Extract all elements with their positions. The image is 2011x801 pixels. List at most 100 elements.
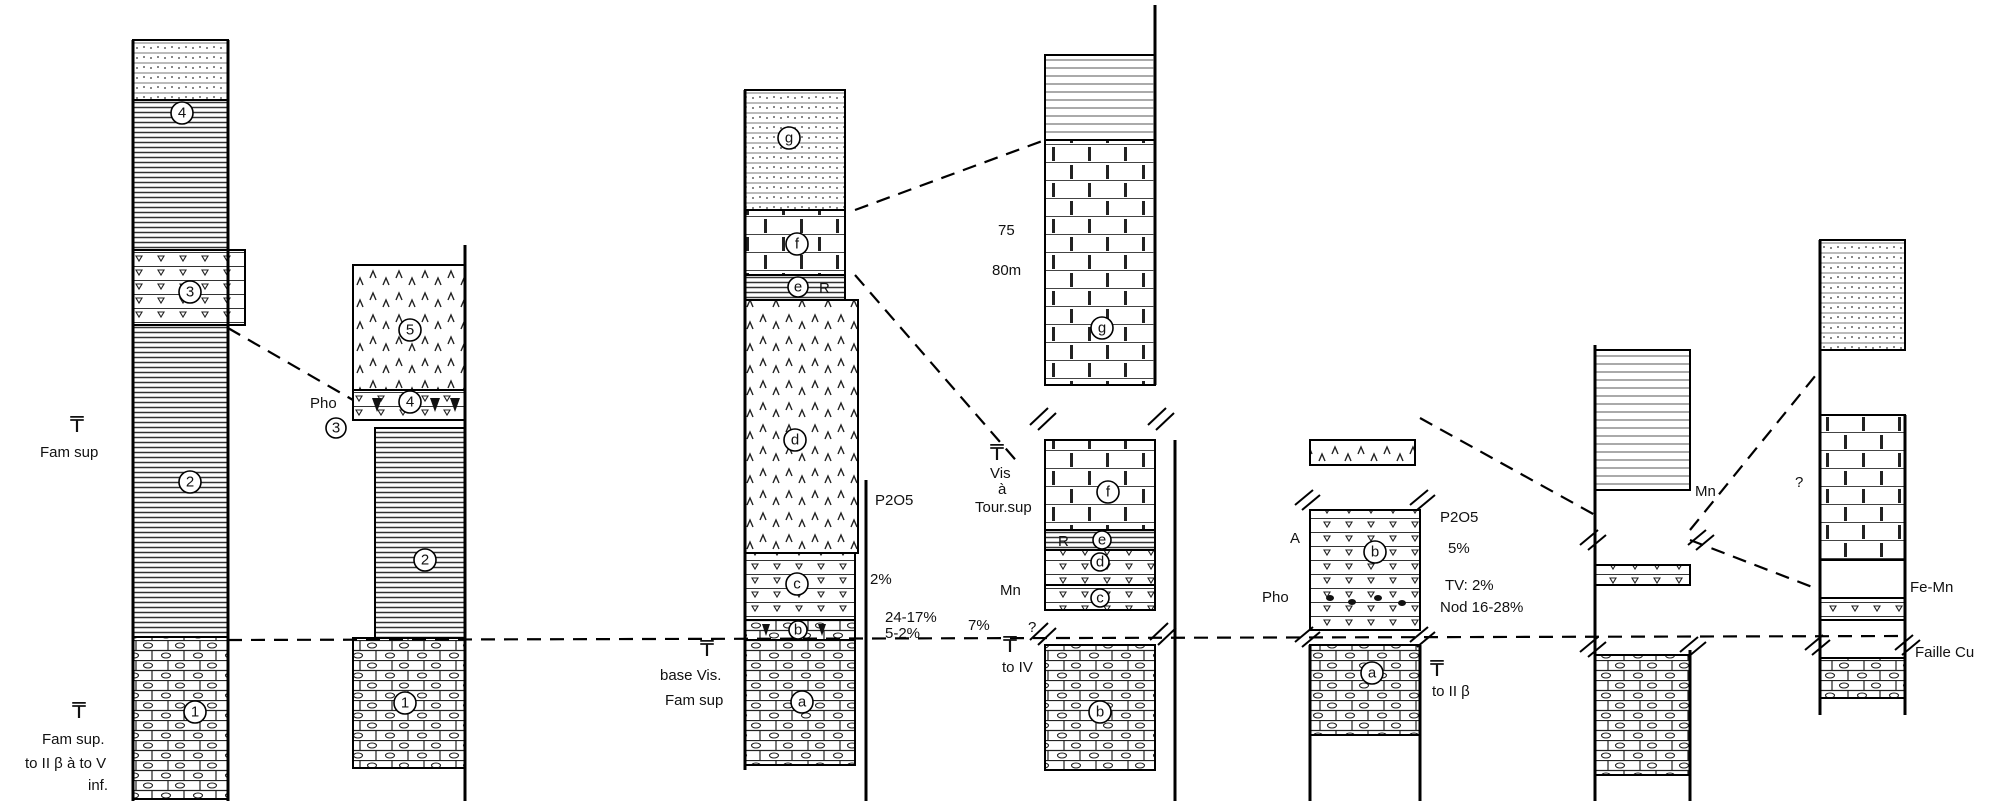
col7-sand-top	[1820, 240, 1905, 350]
col3-bed-g	[745, 90, 845, 210]
unit-label: 3	[326, 418, 346, 438]
unit-label: b	[1364, 541, 1386, 563]
svg-text:3: 3	[332, 420, 340, 437]
col3-bed-d	[745, 300, 858, 553]
svg-text:b: b	[1371, 544, 1379, 561]
correlation-a2	[1690, 370, 1820, 530]
col4-depth-75: 75	[998, 222, 1015, 239]
unit-label: b	[789, 621, 807, 639]
col3-pct-b1: 24-17%	[885, 609, 937, 626]
svg-text:c: c	[793, 576, 801, 593]
svg-text:c: c	[1096, 590, 1104, 607]
svg-text:3: 3	[186, 284, 194, 301]
col7-break-marks	[1805, 635, 1920, 655]
unit-label: 1	[184, 701, 206, 723]
svg-text:g: g	[1098, 320, 1106, 337]
col4-age-a: à	[998, 481, 1007, 498]
fossil-symbol-icon: ₸	[72, 698, 86, 723]
unit-label: a	[1361, 662, 1383, 684]
unit-label: 4	[399, 391, 421, 413]
fossil-symbol-icon: ₸	[700, 636, 714, 661]
unit-label: c	[1091, 589, 1109, 607]
unit-label: e	[1093, 531, 1111, 549]
col7-fe-mn: Fe-Mn	[1910, 579, 1953, 596]
svg-text:4: 4	[178, 105, 186, 122]
col5-pho: Pho	[1262, 589, 1289, 606]
svg-text:e: e	[1098, 532, 1106, 549]
correlation-f-g	[855, 140, 1045, 210]
column-5	[1295, 440, 1435, 801]
col1-age-top: Fam sup	[40, 444, 98, 461]
col4-age-vis: Vis	[990, 465, 1011, 482]
svg-text:b: b	[1096, 704, 1104, 721]
col7-lime	[1820, 415, 1905, 560]
unit-label: 2	[179, 471, 201, 493]
col5-tv: TV: 2%	[1445, 577, 1494, 594]
col4-depth-80: 80m	[992, 262, 1021, 279]
col5-bed-b	[1310, 510, 1420, 630]
unit-label: a	[791, 691, 813, 713]
unit-label: g	[778, 127, 800, 149]
svg-text:1: 1	[191, 704, 199, 721]
correlation-a3	[1690, 540, 1820, 590]
svg-text:1: 1	[401, 695, 409, 712]
col3-p2o5: P2O5	[875, 492, 913, 509]
unit-r: R	[819, 280, 830, 297]
column-6	[1580, 345, 1714, 801]
col1-age-bottom-2: to II β à to V	[25, 755, 106, 772]
unit-r: R	[1058, 533, 1069, 550]
unit-label: e	[788, 277, 808, 297]
col6-nod	[1595, 655, 1690, 775]
column-1	[133, 40, 245, 801]
col1-age-bottom-1: Fam sup.	[42, 731, 105, 748]
col4-question: ?	[1028, 619, 1036, 636]
correlation-a1	[1420, 418, 1595, 515]
svg-text:2: 2	[186, 474, 194, 491]
col5-a: A	[1290, 530, 1300, 547]
unit-label: 3	[179, 281, 201, 303]
col3-age-1: base Vis.	[660, 667, 721, 684]
svg-text:2: 2	[421, 552, 429, 569]
col1-bed-1	[133, 637, 228, 799]
col7-question: ?	[1795, 474, 1803, 491]
svg-text:g: g	[785, 130, 793, 147]
unit-label: c	[786, 573, 808, 595]
col7-faille: Faille Cu	[1915, 644, 1974, 661]
col4-shale-top	[1045, 55, 1155, 140]
col4-mn: Mn	[1000, 582, 1021, 599]
col7-nod	[1820, 658, 1905, 698]
unit-label: f	[1097, 481, 1119, 503]
col4-age-bottom: to IV	[1002, 659, 1033, 676]
col2-bed-2	[375, 428, 465, 638]
unit-label: d	[1091, 553, 1109, 571]
col6-thin-bed	[1595, 565, 1690, 585]
col3-pct-c: 2%	[870, 571, 892, 588]
column-4	[1030, 5, 1176, 801]
col4-bed-g	[1045, 140, 1155, 385]
col3-pct-b2: 5-2%	[885, 625, 920, 642]
svg-text:5: 5	[406, 322, 414, 339]
col5-nod: Nod 16-28%	[1440, 599, 1523, 616]
fossil-symbol-icon: ₸	[990, 440, 1004, 465]
col5-p2o5: P2O5	[1440, 509, 1478, 526]
col6-shale	[1595, 350, 1690, 490]
svg-text:a: a	[798, 694, 807, 711]
column-7	[1805, 240, 1920, 715]
fossil-symbol-icon: ₸	[70, 412, 84, 437]
svg-text:d: d	[1096, 554, 1104, 571]
svg-text:e: e	[794, 279, 802, 296]
unit-label: 1	[394, 692, 416, 714]
col2-pho: Pho	[310, 395, 337, 412]
svg-text:a: a	[1368, 665, 1377, 682]
correlation-3-pho	[228, 328, 353, 400]
unit-label: d	[784, 429, 806, 451]
col5-cap	[1310, 440, 1415, 465]
unit-label: 4	[171, 102, 193, 124]
correlation-datum	[228, 636, 1905, 640]
col5-pct-5: 5%	[1448, 540, 1470, 557]
col6-mn: Mn	[1695, 483, 1716, 500]
col5-bed-a	[1310, 645, 1420, 735]
svg-text:b: b	[794, 622, 802, 639]
fossil-symbol-icon: ₸	[1430, 656, 1444, 681]
